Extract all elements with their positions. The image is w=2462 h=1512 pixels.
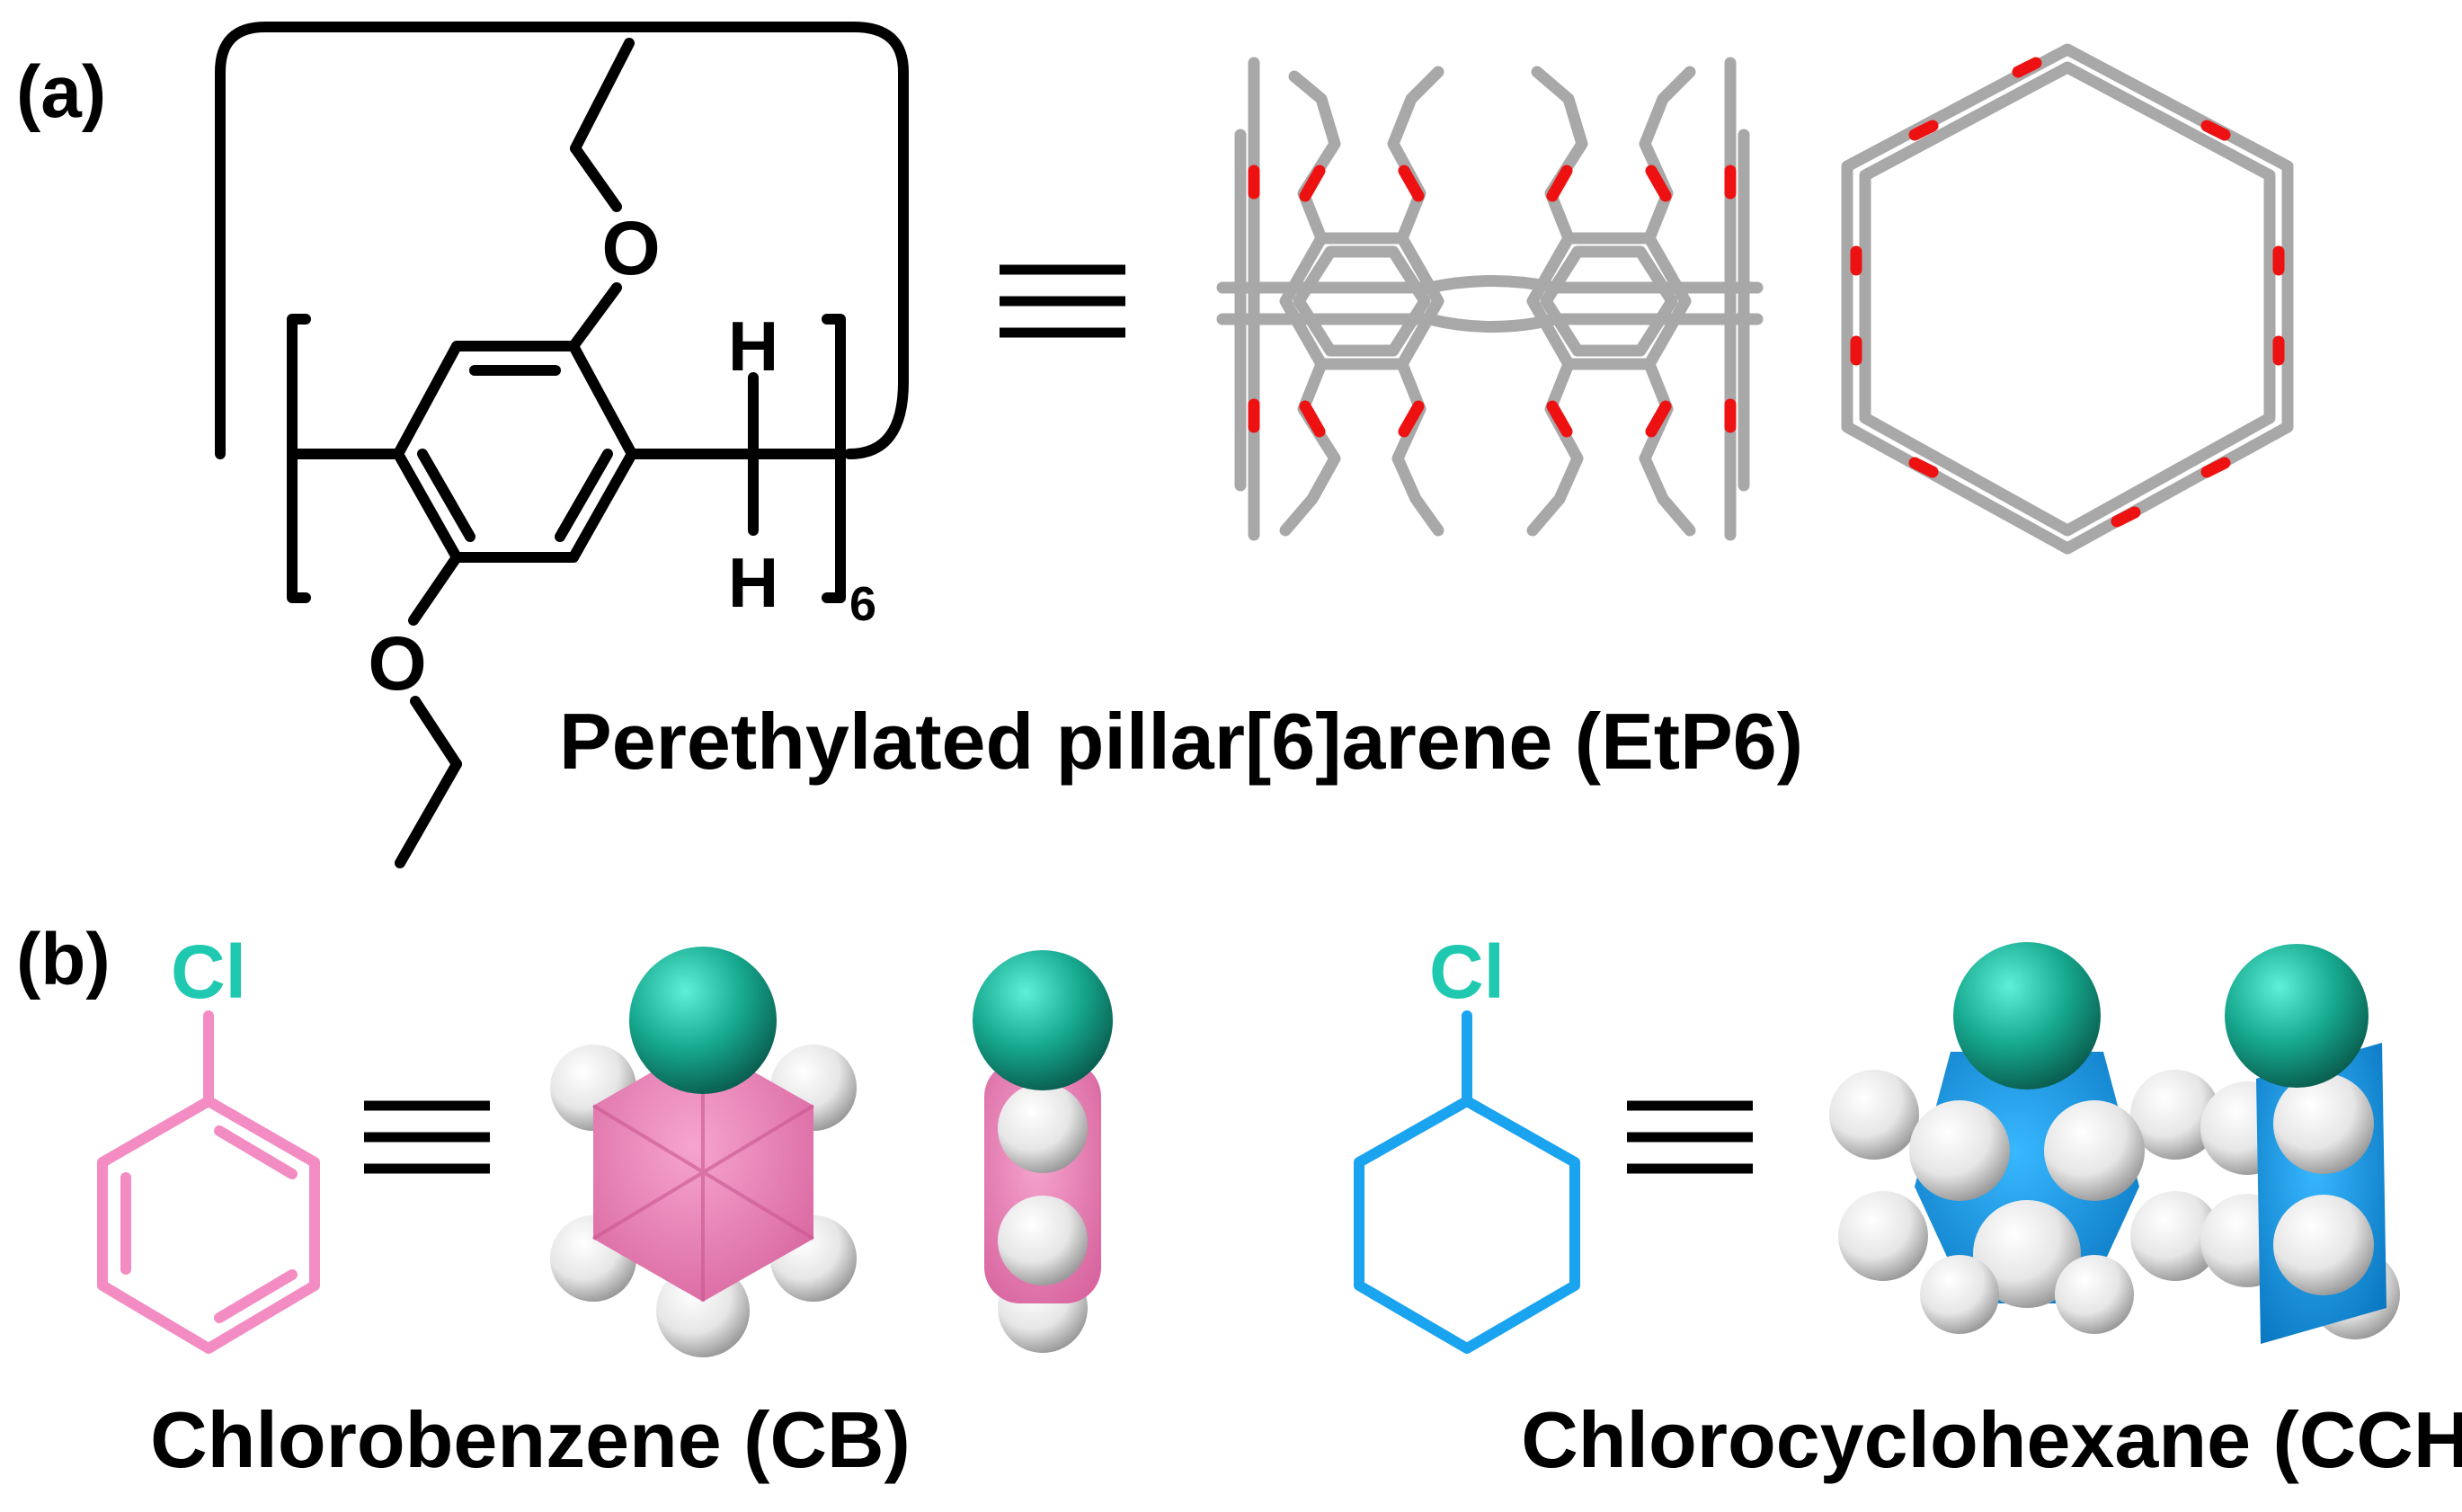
etp6-structural-formula — [215, 22, 909, 868]
cch-chlorine-atom — [1953, 942, 2101, 1090]
chlorocyclohexane-structural-formula — [1354, 1010, 1580, 1354]
equivalence-sign-a — [1000, 264, 1125, 338]
cb-space-filling-side — [973, 950, 1113, 1353]
cch-side-chlorine-atom — [2225, 944, 2369, 1088]
cch-name: Chlorocyclohexane (CCH) — [1521, 1395, 2462, 1484]
cch-hydrogen-atom — [2130, 1070, 2220, 1160]
cch-hydrogen-atom — [1920, 1255, 1999, 1334]
panel-a-label: (a) — [16, 51, 106, 133]
cch-hydrogen-atom — [1909, 1100, 2010, 1201]
cch-hydrogen-atom — [1829, 1070, 1919, 1160]
chlorobenzene-structural-formula — [97, 1010, 320, 1354]
cch-hydrogen-atom — [2130, 1191, 2220, 1281]
cb-side-chlorine-atom — [973, 950, 1113, 1090]
benzene-ring — [393, 341, 637, 563]
cch-space-filling-front — [1829, 942, 2220, 1334]
cb-space-filling-front — [550, 947, 857, 1357]
cch-side-hydrogen-atom — [2273, 1195, 2374, 1295]
cch-space-filling-side — [2200, 944, 2400, 1344]
etp6-side-view-model — [1216, 57, 1764, 541]
cb-chlorine-label: Cl — [171, 929, 246, 1014]
etp6-name: Perethylated pillar[6]arene (EtP6) — [559, 697, 1803, 786]
equivalence-sign-cch — [1627, 1100, 1753, 1174]
hydrogen-label-top: H — [728, 307, 778, 386]
cb-name: Chlorobenzene (CB) — [150, 1395, 911, 1484]
oxygen-label-bottom: O — [368, 621, 426, 706]
oxygen-label-top: O — [601, 206, 660, 290]
cch-chlorine-label: Cl — [1429, 929, 1505, 1014]
cch-hydrogen-atom — [1838, 1191, 1928, 1281]
cb-side-hydrogen-atom — [998, 1083, 1088, 1173]
panel-b-label: (b) — [16, 919, 111, 1001]
cch-side-hydrogen-atom — [2273, 1073, 2374, 1174]
macrocycle-loop — [215, 22, 909, 459]
hydrogen-label-bottom: H — [728, 543, 778, 622]
repeat-count-subscript: 6 — [849, 577, 876, 631]
etp6-top-view-model — [1841, 43, 2294, 555]
cch-hydrogen-atom — [2055, 1255, 2134, 1334]
cb-side-hydrogen-atom — [998, 1196, 1088, 1285]
equivalence-sign-cb — [364, 1100, 490, 1174]
cb-chlorine-atom — [629, 947, 777, 1094]
cch-hydrogen-atom — [2044, 1100, 2145, 1201]
cch-hydrogen-atom — [1973, 1200, 2081, 1308]
